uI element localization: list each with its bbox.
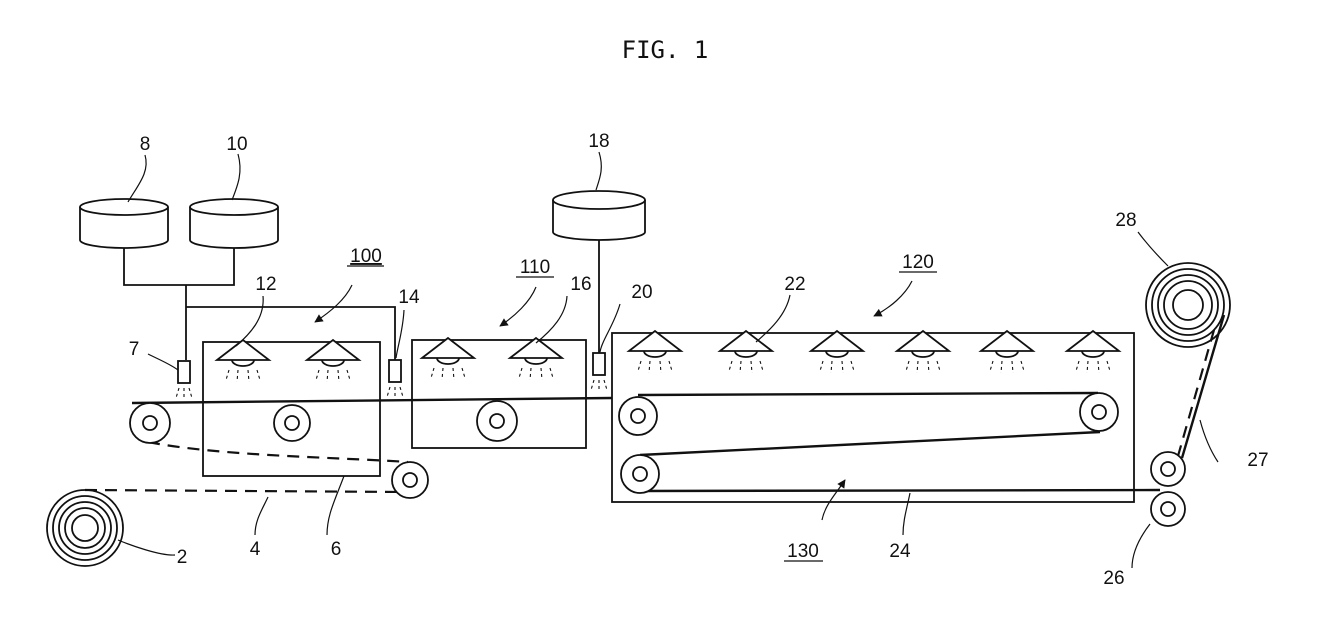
uv-lamp-icon (510, 338, 562, 380)
nip-roller-lower (1151, 492, 1185, 526)
tank-10 (190, 199, 278, 248)
main-web (132, 398, 612, 403)
uv-lamp-icon (811, 331, 863, 373)
uv-lamp-icon (307, 340, 359, 382)
label-18: 18 (588, 131, 609, 152)
nozzle-20 (591, 353, 607, 390)
label-2: 2 (177, 547, 188, 568)
roller (619, 397, 657, 435)
film-path-6 (148, 442, 408, 462)
uv-lamp-icon (217, 340, 269, 382)
film-path-27 (1178, 330, 1214, 456)
label-14: 14 (398, 287, 420, 308)
roller (274, 405, 310, 441)
roller (392, 462, 428, 498)
uv-lamps (217, 331, 1119, 382)
roller (1080, 393, 1118, 431)
label-12: 12 (255, 274, 276, 295)
unwind-roll-2 (47, 490, 123, 566)
uv-lamp-icon (981, 331, 1033, 373)
tank-8 (80, 199, 168, 248)
label-6: 6 (331, 539, 342, 560)
label-8: 8 (140, 134, 151, 155)
film-path-4 (85, 490, 408, 492)
label-130: 130 (787, 541, 819, 562)
leader-lines (118, 152, 1218, 568)
uv-lamp-icon (629, 331, 681, 373)
uv-lamp-icon (897, 331, 949, 373)
tank-18 (553, 191, 645, 240)
figure-title: FIG. 1 (622, 36, 709, 64)
label-100: 100 (350, 246, 382, 267)
uv-lamp-icon (1067, 331, 1119, 373)
label-4: 4 (250, 539, 261, 560)
label-28: 28 (1115, 210, 1136, 231)
nozzle-14 (387, 360, 403, 397)
uv-lamp-icon (720, 331, 772, 373)
label-16: 16 (570, 274, 591, 295)
label-27: 27 (1247, 450, 1268, 471)
label-20: 20 (631, 282, 652, 303)
label-24: 24 (889, 541, 911, 562)
label-10: 10 (226, 134, 247, 155)
uv-lamp-icon (422, 338, 474, 380)
nip-roller-upper (1151, 452, 1185, 486)
label-7: 7 (129, 339, 140, 360)
unit-120-enclosure (612, 333, 1134, 502)
label-22: 22 (784, 274, 805, 295)
label-120: 120 (902, 252, 934, 273)
roller (621, 455, 659, 493)
roller (477, 401, 517, 441)
roller (130, 403, 170, 443)
label-110: 110 (520, 257, 550, 278)
nozzle-7 (176, 361, 192, 398)
label-26: 26 (1103, 568, 1124, 589)
web-to-rewind (1182, 315, 1224, 458)
